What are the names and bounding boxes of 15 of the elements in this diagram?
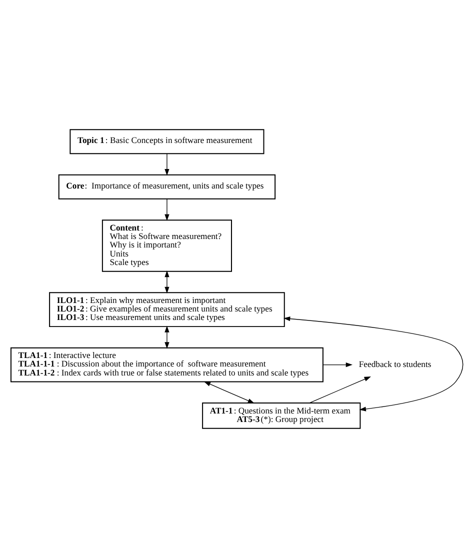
node-text: Feedback to students xyxy=(358,358,432,369)
arrow xyxy=(283,316,464,411)
arrow xyxy=(164,198,170,220)
node-box: TLA1-1: Interactive lecture TLA1-1-1: Discussion about the importance of software measurement TLA1-1-2: Index cards with true or false statements related to units and scale types xyxy=(10,346,324,382)
arrow xyxy=(204,380,255,403)
arrow xyxy=(322,362,353,367)
arrow xyxy=(164,325,170,348)
node-box: Topic 1: Basic Concepts in software measurement xyxy=(70,128,264,154)
node-box: AT1-1: Questions in the Mid-term exam AT5-3(*): Group project xyxy=(202,402,361,428)
arrow xyxy=(164,153,170,176)
node-box: Content : What is Software measurement? Why is it important? Units Scale types xyxy=(102,219,232,272)
arrow xyxy=(308,376,371,403)
arrow xyxy=(164,270,170,293)
node-box: ILO1-1: Explain why measurement is important ILO1-2: Give examples of measurement units and scale types ILO1-3: Use measurement units and scale types xyxy=(49,292,285,327)
node-box: Core: Importance of measurement, units and scale types xyxy=(58,174,276,199)
